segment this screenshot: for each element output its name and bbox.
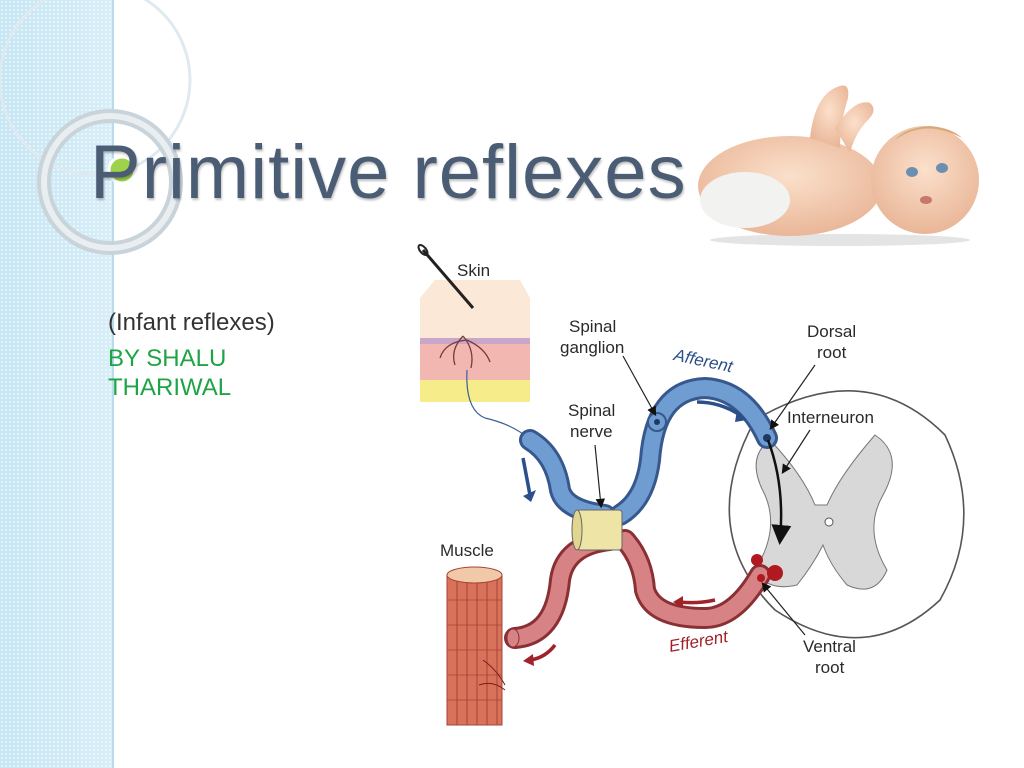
label-spinal-ganglion-line1: Spinal — [569, 317, 616, 336]
label-skin: Skin — [457, 261, 490, 280]
spinal-cord-section — [728, 390, 965, 639]
label-spinal-nerve-line2: nerve — [570, 422, 613, 441]
label-dorsal-root-line1: Dorsal — [807, 322, 856, 341]
muscle-bundle — [446, 566, 506, 726]
afferent-nerve — [519, 376, 778, 526]
label-dorsal-root-line2: root — [817, 343, 847, 362]
spinal-nerve-junction — [571, 509, 623, 551]
label-afferent: Afferent — [671, 345, 735, 376]
slide-title: Primitive reflexes — [90, 130, 687, 215]
label-ventral-root-line2: root — [815, 658, 845, 677]
label-ventral-root-line1: Ventral — [803, 637, 856, 656]
baby-photo — [698, 85, 979, 246]
label-interneuron: Interneuron — [787, 408, 874, 427]
slide-subtitle: (Infant reflexes) — [108, 309, 275, 336]
decorative-sidebar — [0, 0, 114, 768]
decorative-rings — [0, 0, 192, 255]
reflex-arc-diagram: Skin Spinal ganglion Afferent Dorsal roo… — [417, 244, 965, 726]
needle-icon — [417, 244, 475, 309]
label-pointers — [594, 355, 816, 636]
label-spinal-ganglion-line2: ganglion — [560, 338, 624, 357]
label-efferent: Efferent — [667, 627, 730, 656]
skin-layers — [420, 280, 531, 441]
label-spinal-nerve-line1: Spinal — [568, 401, 615, 420]
slide-author: BY SHALU THARIWAL — [108, 345, 232, 401]
label-muscle: Muscle — [440, 541, 494, 560]
